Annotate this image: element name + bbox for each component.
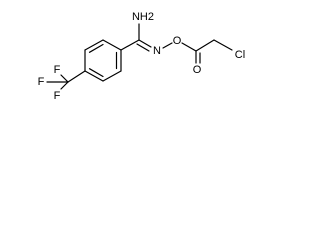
cf3-to-f-bottom-bond xyxy=(60,81,69,90)
f-bottom-label: F xyxy=(54,90,61,102)
structure-canvas: NH2 N O O Cl F F F xyxy=(0,0,271,136)
carbonyl-to-ch2-bond xyxy=(195,39,215,52)
f-top-label: F xyxy=(54,64,61,76)
ring-bond-5 xyxy=(102,70,122,82)
ring-bond-1 xyxy=(102,39,122,51)
o-carbonyl-label: O xyxy=(193,64,202,76)
ring-to-amidine-bond xyxy=(120,39,140,51)
n-imine-label: N xyxy=(153,45,161,57)
cl-label: Cl xyxy=(235,49,245,61)
ring-bond-2 xyxy=(84,39,104,51)
benzene-ring xyxy=(84,39,122,82)
cf3-to-f-top-bond xyxy=(60,74,69,83)
amidine-to-n-double-bond-b xyxy=(136,43,150,52)
n-to-o-bond xyxy=(162,42,173,49)
ch2-to-cl-bond xyxy=(213,39,233,51)
amidine-to-n-double-bond-a xyxy=(138,39,152,48)
o-oxime-label: O xyxy=(173,35,182,47)
ring-to-cf3-bond xyxy=(67,70,86,83)
nh2-label: NH2 xyxy=(132,11,154,23)
ring-double-bond-1 xyxy=(88,43,104,53)
ring-bond-4 xyxy=(84,70,104,82)
o-to-carbonyl-bond xyxy=(181,42,197,52)
ring-double-bond-2 xyxy=(88,68,104,78)
f-left-label: F xyxy=(38,76,45,88)
chemical-structure-diagram: NH2 N O O Cl F F F xyxy=(38,11,246,102)
